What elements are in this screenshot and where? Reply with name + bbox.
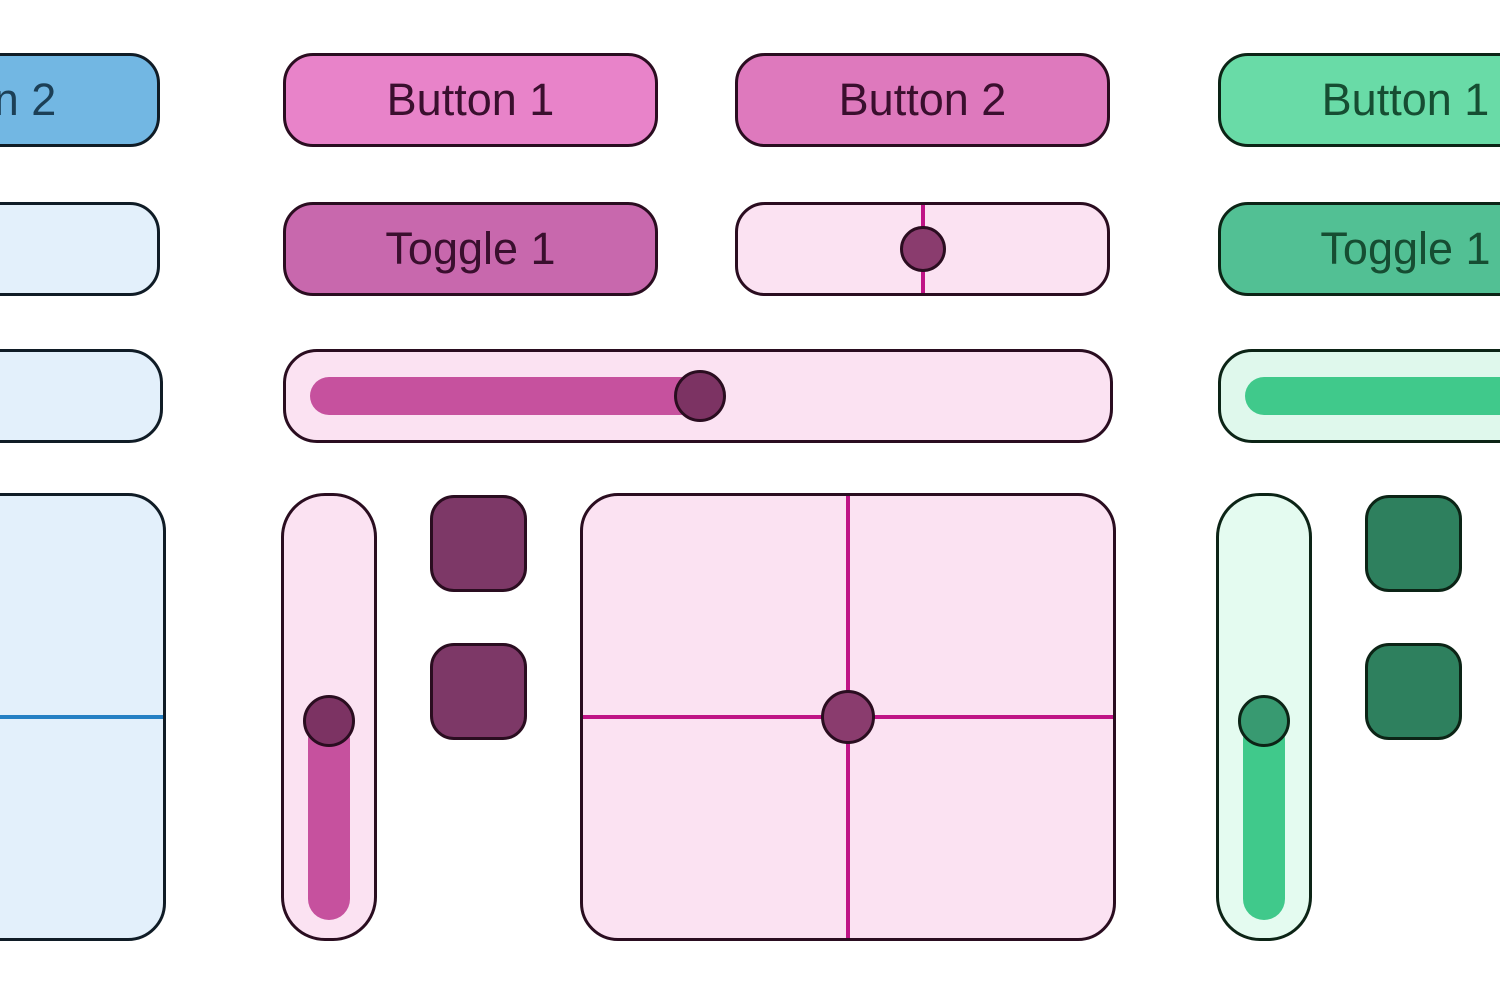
green-vertical-slider[interactable] (1216, 493, 1312, 941)
pink-button-1-label: Button 1 (386, 74, 555, 125)
green-square-button-1[interactable] (1365, 495, 1462, 592)
green-button-1-label: Button 1 (1321, 74, 1490, 125)
green-vertical-slider-knob[interactable] (1238, 695, 1290, 747)
pink-square-button-2[interactable] (430, 643, 527, 740)
pink-button-1[interactable]: Button 1 (283, 53, 658, 147)
green-vertical-slider-fill (1243, 718, 1285, 920)
pink-toggle-1-label: Toggle 1 (385, 223, 556, 274)
pink-xy-pad-cursor[interactable] (821, 690, 875, 744)
green-horizontal-slider-fill (1245, 377, 1500, 415)
green-button-1[interactable]: Button 1 (1218, 53, 1500, 147)
pink-vertical-slider-fill (308, 718, 350, 920)
blue-xy-pad[interactable] (0, 493, 166, 941)
pink-button-2[interactable]: Button 2 (735, 53, 1110, 147)
pink-square-button-1[interactable] (430, 495, 527, 592)
pink-horizontal-slider[interactable] (283, 349, 1113, 443)
green-toggle-1[interactable]: Toggle 1 (1218, 202, 1500, 296)
pink-vertical-slider[interactable] (281, 493, 377, 941)
pink-horizontal-slider-fill (310, 377, 700, 415)
blue-horizontal-slider[interactable] (0, 349, 163, 443)
pink-horizontal-slider-knob[interactable] (674, 370, 726, 422)
pink-toggle-1[interactable]: Toggle 1 (283, 202, 658, 296)
pink-button-2-label: Button 2 (838, 74, 1007, 125)
pink-vertical-slider-knob[interactable] (303, 695, 355, 747)
pink-fader[interactable] (735, 202, 1110, 296)
blue-xy-pad-hline (0, 715, 163, 719)
pink-xy-pad[interactable] (580, 493, 1116, 941)
blue-fader[interactable] (0, 202, 160, 296)
pink-fader-cursor-dot[interactable] (899, 226, 946, 272)
green-horizontal-slider[interactable] (1218, 349, 1500, 443)
blue-button-2-label: Button 2 (0, 74, 57, 125)
green-square-button-2[interactable] (1365, 643, 1462, 740)
green-toggle-1-label: Toggle 1 (1320, 223, 1491, 274)
blue-button-2[interactable]: Button 2 (0, 53, 160, 147)
